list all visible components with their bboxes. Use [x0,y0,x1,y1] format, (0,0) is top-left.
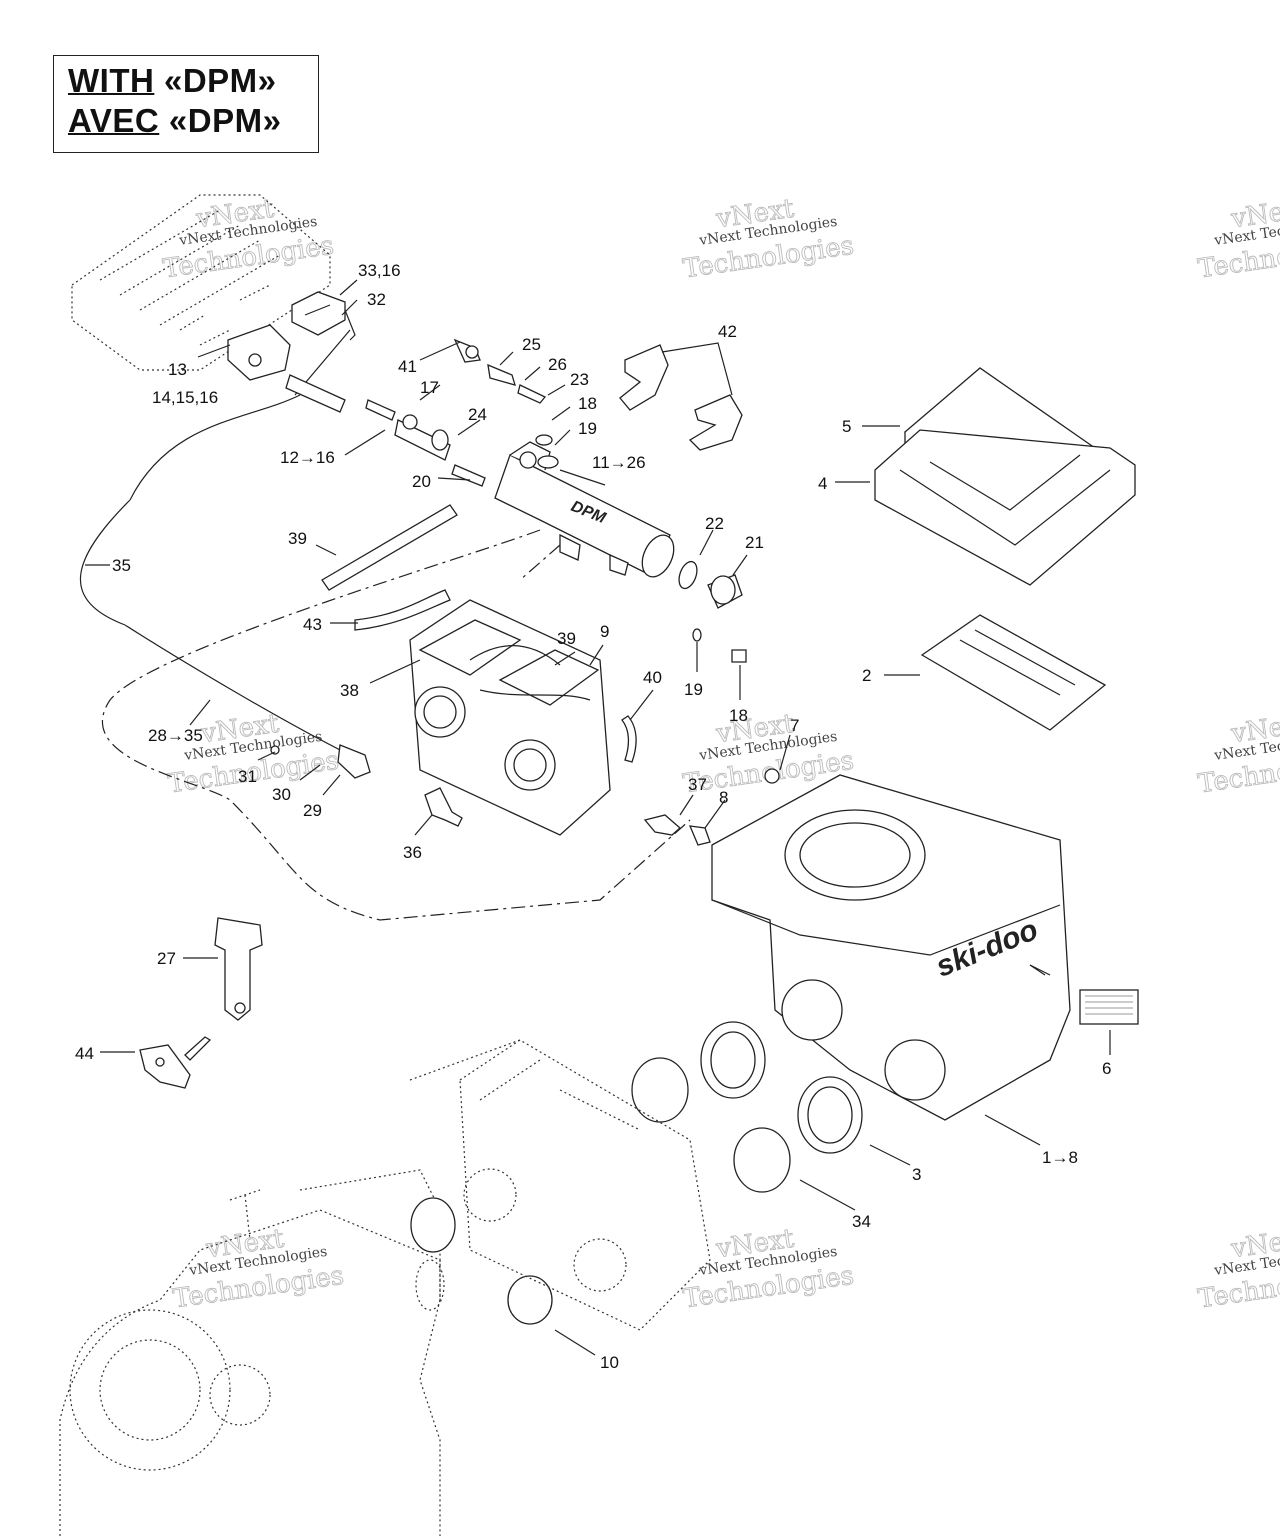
connector-part [291,291,356,341]
dpm-manifold-part: DPM [494,441,675,578]
plate-2 [920,614,1107,731]
callout: 7 [790,716,799,735]
title-box: WITH «DPM» AVEC «DPM» [53,55,319,153]
callout: 17 [420,378,439,397]
callout: 41 [398,357,417,376]
callout: 18 [578,394,597,413]
callout: 24 [468,405,487,424]
callout: 39 [288,529,307,548]
callout: 29 [303,801,322,820]
engine-context-top [71,194,331,371]
callout: 25 [522,335,541,354]
callout: 28→35 [148,726,203,745]
callout: 10 [600,1353,619,1372]
title-dpm-fr: «DPM» [159,102,282,139]
callout: 43 [303,615,322,634]
title-line-french: AVEC «DPM» [68,102,281,140]
callout: 8 [719,788,728,807]
callout: 12→16 [280,448,335,467]
callout: 6 [1102,1059,1111,1078]
callout: 39 [557,629,576,648]
callout: 35 [112,556,131,575]
engine-context-bottom [59,1169,445,1536]
callout: 21 [745,533,764,552]
watermark-group: vNext vNext Technologies Technologies vN… [161,193,1280,1315]
clamps [410,1057,791,1325]
callout: 32 [367,290,386,309]
callout: 9 [600,622,609,641]
callout: 14,15,16 [152,388,218,407]
callout: 11→26 [592,453,646,472]
vacuum-hose-loop [101,529,691,921]
bracket-27 [214,917,263,1021]
callout: 20 [412,472,431,491]
callout: 30 [272,785,291,804]
callout: 34 [852,1212,871,1231]
airbox-1: ski-doo [711,774,1071,1121]
hose-part [285,374,346,413]
callout: 42 [718,322,737,341]
title-dpm-en: «DPM» [154,62,277,99]
callout: 22 [705,514,724,533]
temperature-sensor [270,744,371,779]
pressure-sensor-part [227,324,291,381]
bolt-44 [139,1036,212,1089]
small-fittings [365,338,747,663]
carburetor-assembly [409,599,611,836]
carburetor-context [409,1039,711,1331]
title-line-english: WITH «DPM» [68,62,277,100]
callout-labels: 33,16 32 13 14,15,16 41 25 26 23 17 24 1… [75,261,1111,1372]
callout: 13 [168,360,187,379]
callout: 3 [912,1165,921,1184]
callout: 18 [729,706,748,725]
callout: 23 [570,370,589,389]
title-avec: AVEC [68,102,160,139]
filter-housing-4 [874,429,1136,586]
fittings-37-8-7 [643,768,780,846]
hose-43 [354,589,451,631]
callout: 31 [238,767,257,786]
callout: 5 [842,417,851,436]
callout: 27 [157,949,176,968]
callout: 4 [818,474,827,493]
decal-6 [1079,989,1139,1025]
callout: 19 [578,419,597,438]
sensor-cable-group [80,329,351,756]
rubber-boots-3 [700,1021,863,1154]
leader-lines [85,279,1111,1356]
callout: 40 [643,668,662,687]
oring-and-cap [678,560,743,609]
callout: 36 [403,843,422,862]
callout: 2 [862,666,871,685]
callout: 19 [684,680,703,699]
fitting-36 [424,787,463,827]
hose-40 [621,715,637,763]
callout: 37 [688,775,707,794]
callout: 38 [340,681,359,700]
callout: 1→8 [1042,1148,1078,1167]
callout: 33,16 [358,261,401,280]
tube-part [321,504,458,591]
callout: 26 [548,355,567,374]
callout: 44 [75,1044,94,1063]
retainer-clips [619,344,743,451]
title-with: WITH [68,62,155,99]
